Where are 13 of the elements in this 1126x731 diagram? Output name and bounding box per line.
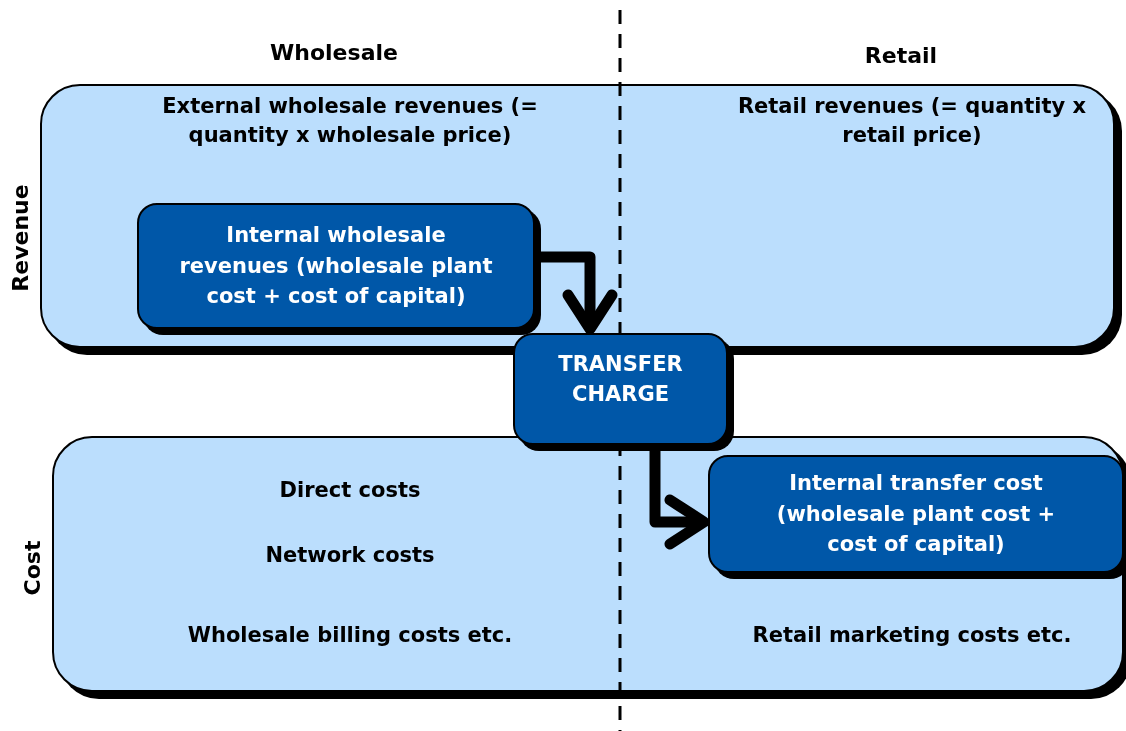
box-text: Internal transfer cost (wholesale plant cost + cost of capital) [775,470,1057,559]
section-text: Network costs [264,542,436,569]
section-text: External wholesale revenues (= quantity x wholesale price) [161,93,539,150]
section-text: Retail marketing costs etc. [751,622,1073,649]
row-heading: Cost [19,540,45,596]
column-heading: Wholesale [270,40,398,65]
box-text: Internal wholesale revenues (wholesale plant cost + cost of capital) [178,222,494,311]
section-text: Retail revenues (= quantity x retail price) [736,93,1088,150]
box-text: TRANSFER CHARGE [557,351,684,409]
column-heading: Retail [864,43,938,68]
section-text: Direct costs [278,477,422,504]
section-text: Wholesale billing costs etc. [186,622,514,649]
row-heading: Revenue [7,184,33,292]
